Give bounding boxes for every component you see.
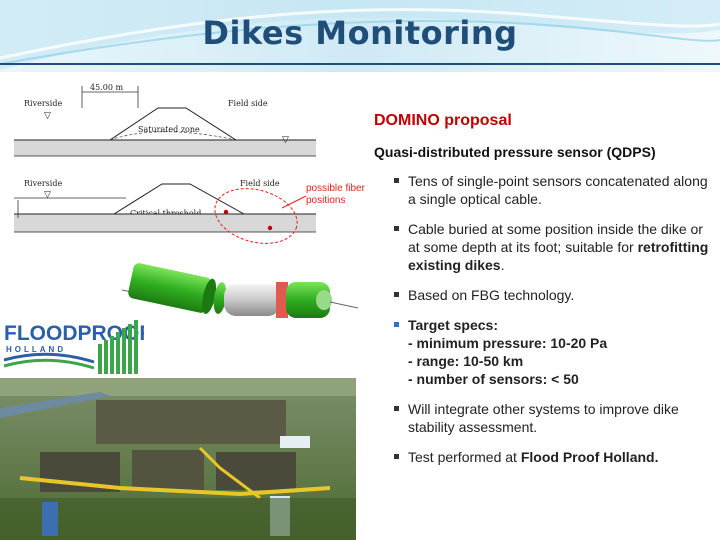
bottom-riverside-label: Riverside bbox=[24, 179, 62, 188]
sensor-heading: Quasi-distributed pressure sensor (QDPS) bbox=[374, 144, 656, 160]
proposal-text-panel: DOMINO proposal Quasi-distributed pressu… bbox=[374, 112, 714, 478]
bottom-fieldside-label: Field side bbox=[240, 179, 280, 188]
logo-wordmark: FLOODPROOF bbox=[4, 322, 144, 345]
list-item: Test performed at Flood Proof Holland. bbox=[394, 448, 714, 466]
list-item: Will integrate other systems to improve … bbox=[394, 400, 714, 436]
aerial-test-site-photo bbox=[0, 378, 356, 540]
top-fieldside-label: Field side bbox=[228, 99, 268, 108]
header-banner: Dikes Monitoring bbox=[0, 0, 720, 72]
pressure-sensor-illustration bbox=[121, 263, 359, 318]
bottom-water-marker-icon: ▽ bbox=[44, 189, 51, 199]
top-water-marker-icon: ▽ bbox=[44, 110, 51, 120]
top-saturated-label: Saturated zone bbox=[138, 125, 200, 134]
top-dimension-label: 45.00 m bbox=[90, 83, 123, 92]
page-title: Dikes Monitoring bbox=[202, 14, 518, 52]
bullet-list: Tens of single-point sensors concatenate… bbox=[374, 172, 714, 466]
header-swoosh bbox=[0, 0, 720, 72]
top-riverside-label: Riverside bbox=[24, 99, 62, 108]
target-specs-item: Target specs: - minimum pressure: 10-20 … bbox=[394, 316, 714, 388]
fiber-position-1 bbox=[223, 209, 229, 215]
fiber-annotation: possible fiber positions bbox=[306, 183, 365, 206]
floodproof-holland-logo: FLOODPROOF HOLLAND bbox=[3, 320, 144, 374]
list-item: Based on FBG technology. bbox=[394, 286, 714, 304]
top-field-marker-icon: ▽ bbox=[282, 134, 289, 144]
fiber-position-2 bbox=[267, 225, 273, 231]
annotation-arrow bbox=[281, 195, 307, 209]
fiber-positions-ellipse bbox=[214, 188, 298, 244]
logo-subtitle: HOLLAND bbox=[6, 345, 66, 354]
dike-cross-section-diagram: 45.00 m Riverside Field side Saturated z… bbox=[14, 83, 316, 244]
list-item: Tens of single-point sensors concatenate… bbox=[394, 172, 714, 208]
list-item: Cable buried at some position inside the… bbox=[394, 220, 714, 274]
proposal-heading: DOMINO proposal bbox=[374, 112, 512, 129]
